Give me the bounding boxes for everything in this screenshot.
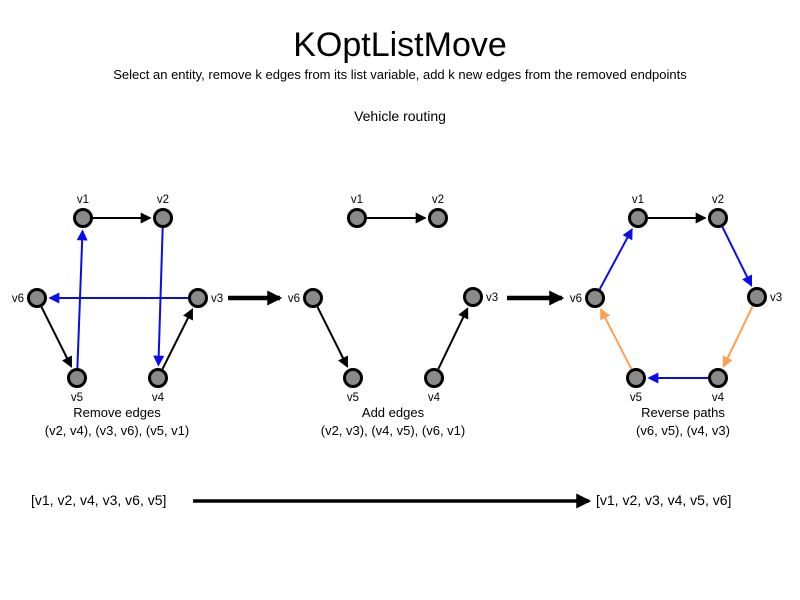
edge-remove-edges-v2-v4 xyxy=(153,227,165,367)
node-reverse-paths-v1 xyxy=(628,208,648,228)
caption-add-edges: Add edges (v2, v3), (v4, v5), (v6, v1) xyxy=(263,404,523,440)
caption-remove-edges: Remove edges (v2, v4), (v3, v6), (v5, v1… xyxy=(0,404,247,440)
node-label-remove-edges-v2: v2 xyxy=(157,194,169,206)
edge-reverse-paths-v5-v6 xyxy=(600,308,633,370)
edge-remove-edges-v4-v3 xyxy=(161,308,194,370)
page-title: KOptListMove xyxy=(293,26,507,64)
node-label-remove-edges-v5: v5 xyxy=(71,392,83,404)
list-after-move: [v1, v2, v3, v4, v5, v6] xyxy=(596,492,732,508)
node-remove-edges-v1 xyxy=(73,208,93,228)
edge-remove-edges-v5-v1 xyxy=(76,229,88,369)
caption-remove-edges-detail: (v2, v4), (v3, v6), (v5, v1) xyxy=(44,423,190,438)
node-labels-layer: v1 v2 v3 v4 v5 v6 v1 v2 v3 v4 v5 v6 v1 v2 v3 v4 v5 v6 xyxy=(12,194,782,404)
node-label-reverse-paths-v6: v6 xyxy=(570,293,582,305)
edges-layer xyxy=(40,212,754,384)
node-reverse-paths-v5 xyxy=(626,368,646,388)
node-add-edges-v4 xyxy=(424,368,444,388)
node-label-add-edges-v4: v4 xyxy=(428,392,441,404)
caption-remove-edges-title: Remove edges xyxy=(73,405,161,420)
node-reverse-paths-v3 xyxy=(747,287,767,307)
edge-add-edges-v6-v5 xyxy=(316,306,349,368)
nodes-layer xyxy=(27,208,767,388)
node-label-remove-edges-v4: v4 xyxy=(152,392,165,404)
node-reverse-paths-v6 xyxy=(585,288,605,308)
node-add-edges-v2 xyxy=(428,208,448,228)
node-label-remove-edges-v3: v3 xyxy=(211,293,223,305)
node-label-add-edges-v5: v5 xyxy=(347,392,359,404)
edge-reverse-paths-v6-v1 xyxy=(598,227,633,290)
node-label-reverse-paths-v5: v5 xyxy=(630,392,642,404)
node-label-reverse-paths-v4: v4 xyxy=(712,392,725,404)
node-add-edges-v3 xyxy=(463,287,483,307)
node-remove-edges-v2 xyxy=(153,208,173,228)
page-subtitle: Select an entity, remove k edges from it… xyxy=(113,67,687,82)
edge-reverse-paths-v3-v4 xyxy=(722,305,754,368)
node-add-edges-v6 xyxy=(303,288,323,308)
node-label-remove-edges-v6: v6 xyxy=(12,293,24,305)
caption-reverse-paths-detail: (v6, v5), (v4, v3) xyxy=(636,423,730,438)
list-before-move: [v1, v2, v4, v3, v6, v5] xyxy=(31,492,167,508)
caption-add-edges-title: Add edges xyxy=(361,405,425,420)
node-remove-edges-v4 xyxy=(148,368,168,388)
node-label-add-edges-v1: v1 xyxy=(351,194,363,206)
node-add-edges-v1 xyxy=(347,208,367,228)
node-remove-edges-v5 xyxy=(67,368,87,388)
node-label-add-edges-v2: v2 xyxy=(432,194,444,206)
edge-add-edges-v4-v3 xyxy=(437,307,469,370)
caption-add-edges-detail: (v2, v3), (v4, v5), (v6, v1) xyxy=(320,423,466,438)
edge-reverse-paths-v2-v3 xyxy=(721,226,753,287)
node-remove-edges-v6 xyxy=(27,288,47,308)
node-reverse-paths-v2 xyxy=(708,208,728,228)
node-label-remove-edges-v1: v1 xyxy=(77,194,89,206)
node-add-edges-v5 xyxy=(343,368,363,388)
edge-remove-edges-v6-v5 xyxy=(40,306,73,368)
node-remove-edges-v3 xyxy=(188,288,208,308)
node-reverse-paths-v4 xyxy=(708,368,728,388)
caption-reverse-paths-title: Reverse paths xyxy=(641,405,725,420)
node-label-add-edges-v6: v6 xyxy=(288,293,300,305)
node-label-add-edges-v3: v3 xyxy=(486,292,498,304)
node-label-reverse-paths-v3: v3 xyxy=(770,292,782,304)
node-label-reverse-paths-v2: v2 xyxy=(712,194,724,206)
node-label-reverse-paths-v1: v1 xyxy=(632,194,644,206)
context-label: Vehicle routing xyxy=(354,108,446,124)
caption-reverse-paths: Reverse paths (v6, v5), (v4, v3) xyxy=(553,404,800,440)
transition-arrows-layer xyxy=(193,290,592,509)
